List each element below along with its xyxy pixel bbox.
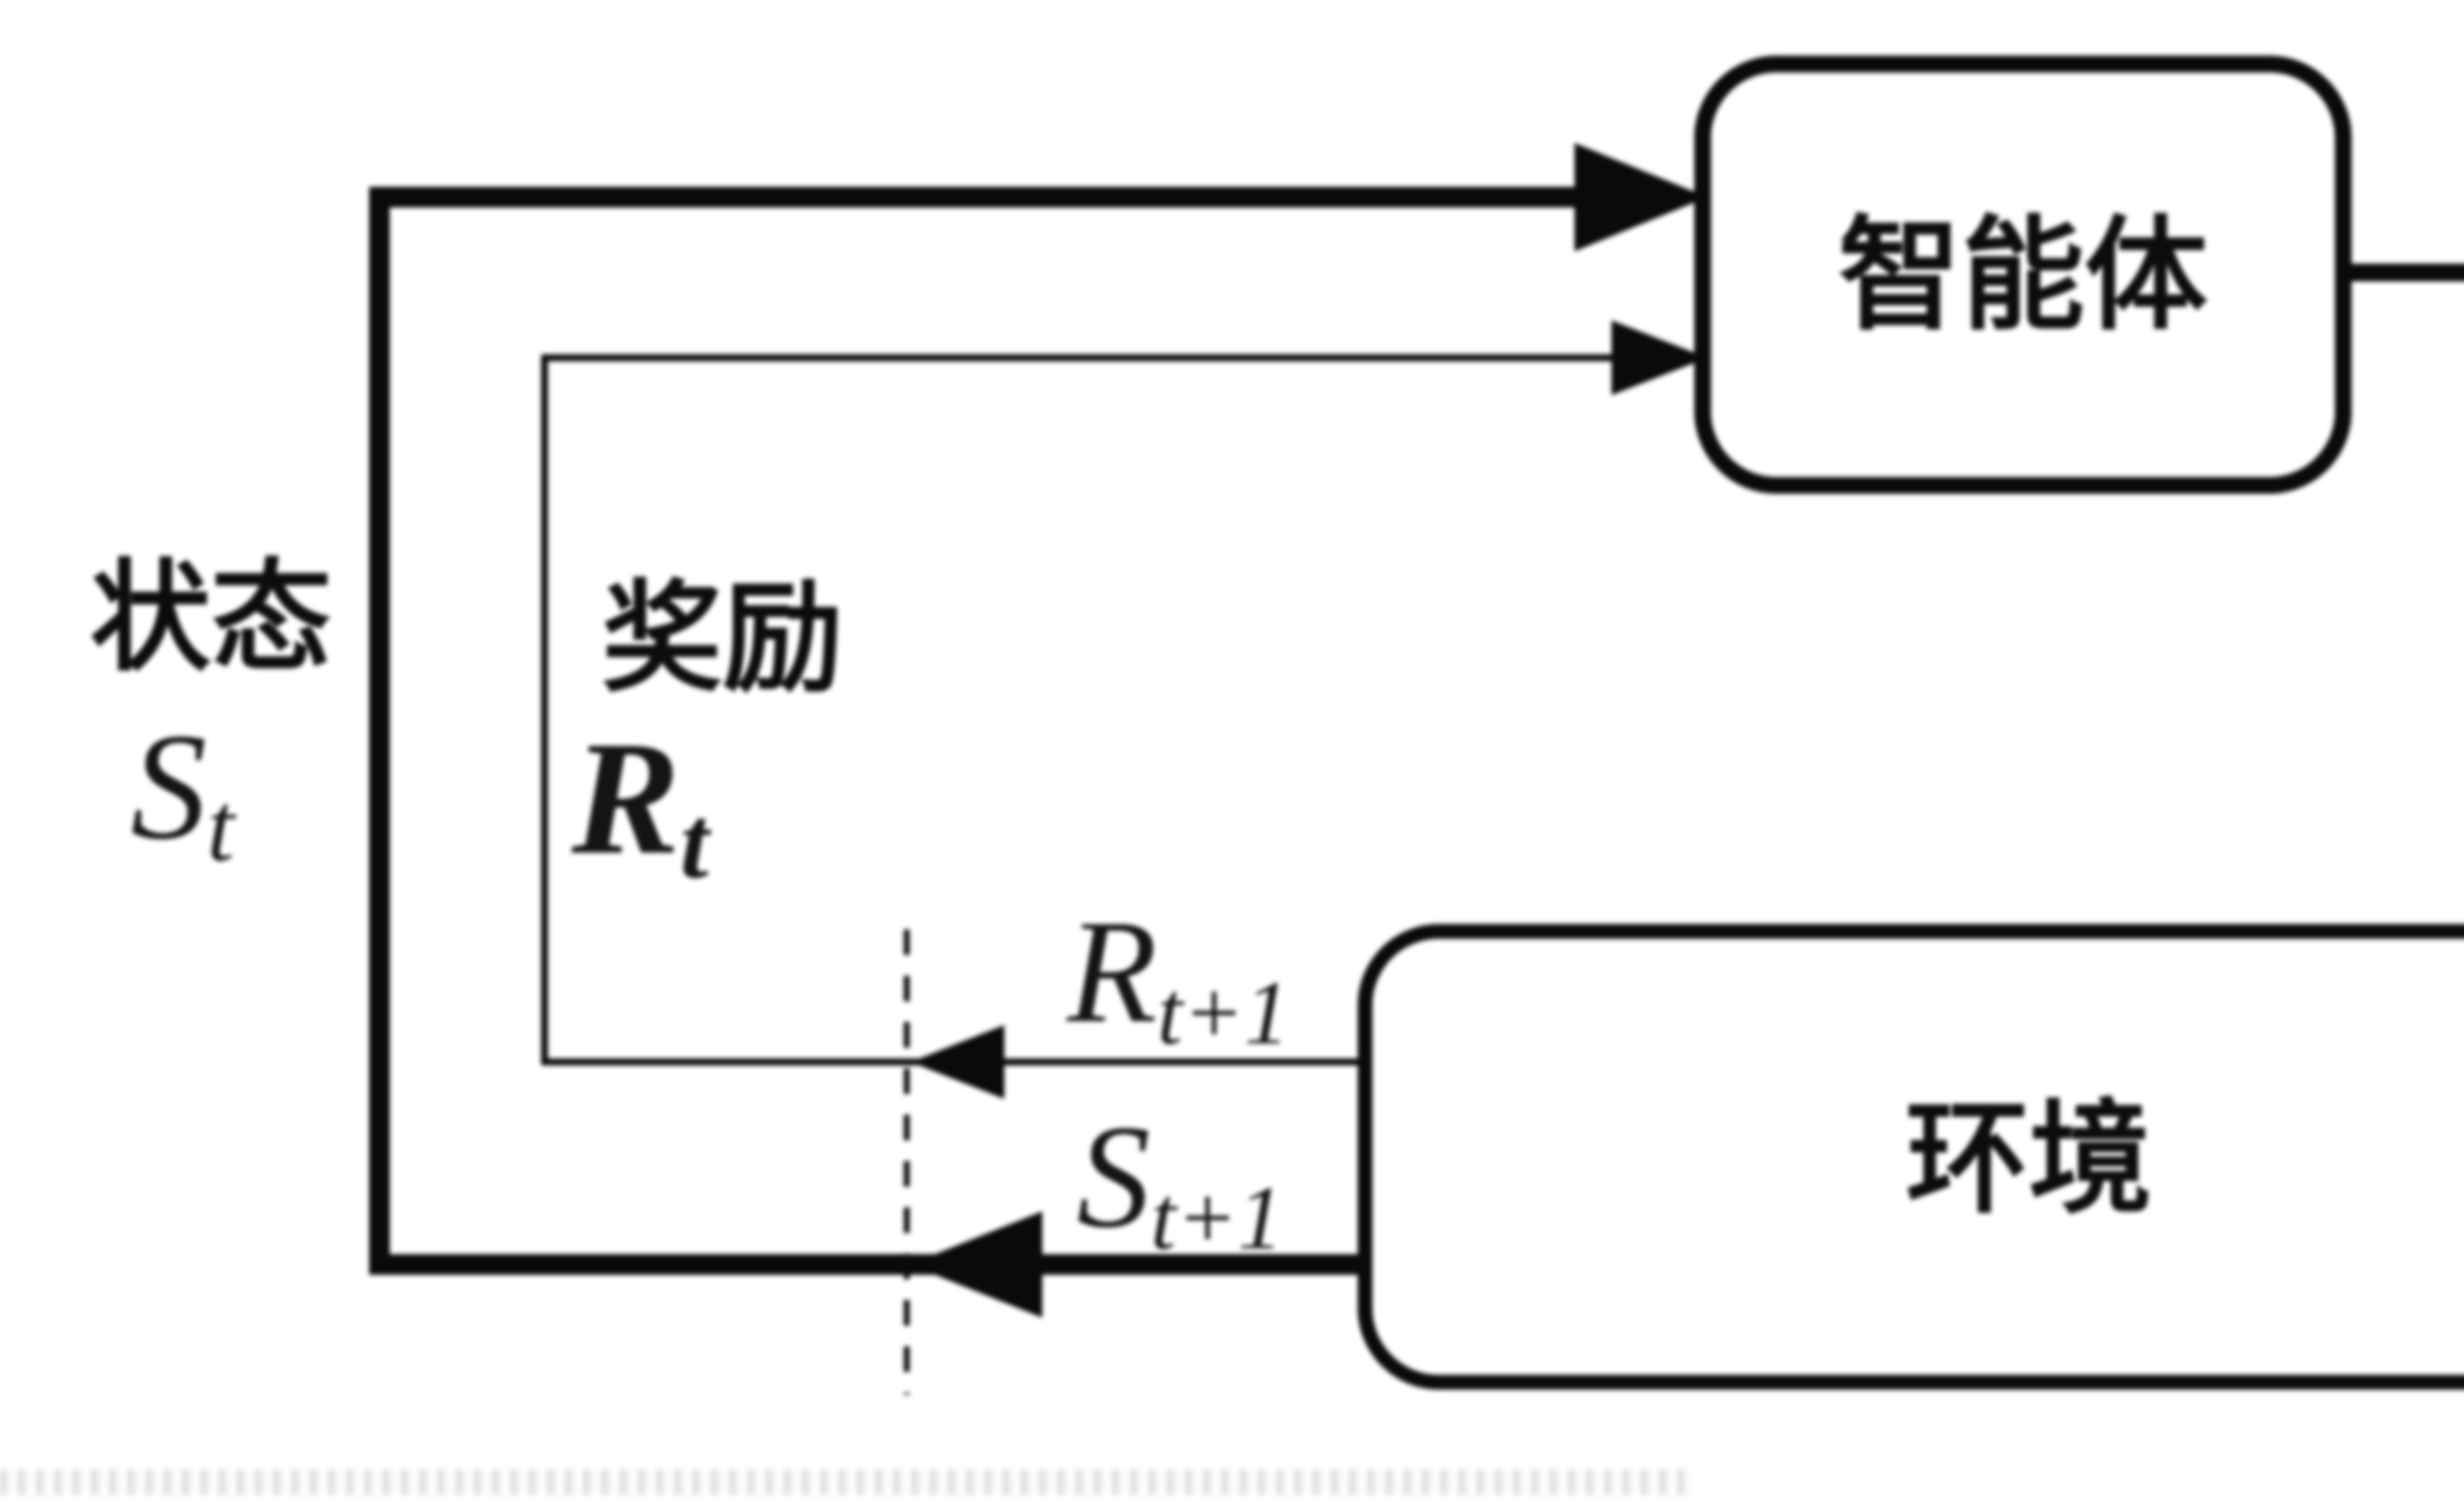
state-label: 状态 — [90, 552, 332, 685]
state-symbol-base: S — [131, 702, 207, 871]
cutoff-caption-fragment — [0, 1469, 1695, 1495]
next-reward-symbol: Rt+1 — [1064, 889, 1290, 1063]
state-symbol: St — [131, 702, 237, 882]
state-symbol-sub: t — [207, 773, 237, 882]
reward-symbol-base: R — [569, 708, 680, 888]
agent-label: 智能体 — [1838, 208, 2208, 345]
next-state-symbol-base: S — [1077, 1094, 1151, 1258]
next-state-symbol-sub: t+1 — [1151, 1167, 1283, 1268]
state-arrowhead — [1574, 143, 1708, 251]
reward-symbol-sub: t — [680, 786, 712, 900]
next-reward-arrowhead — [911, 1025, 1004, 1099]
next-state-arrowhead — [909, 1211, 1042, 1318]
agent-box — [1694, 56, 2352, 494]
environment-box — [1358, 924, 2464, 1390]
state-loop-line — [369, 187, 1587, 1275]
reward-arrowhead — [1611, 320, 1708, 395]
next-state-symbol: St+1 — [1077, 1094, 1283, 1268]
next-reward-symbol-sub: t+1 — [1157, 962, 1290, 1063]
reward-label: 奖励 — [602, 573, 843, 706]
next-reward-symbol-base: R — [1064, 889, 1157, 1053]
environment-label: 环境 — [1906, 1092, 2152, 1229]
reward-symbol: Rt — [569, 708, 712, 900]
